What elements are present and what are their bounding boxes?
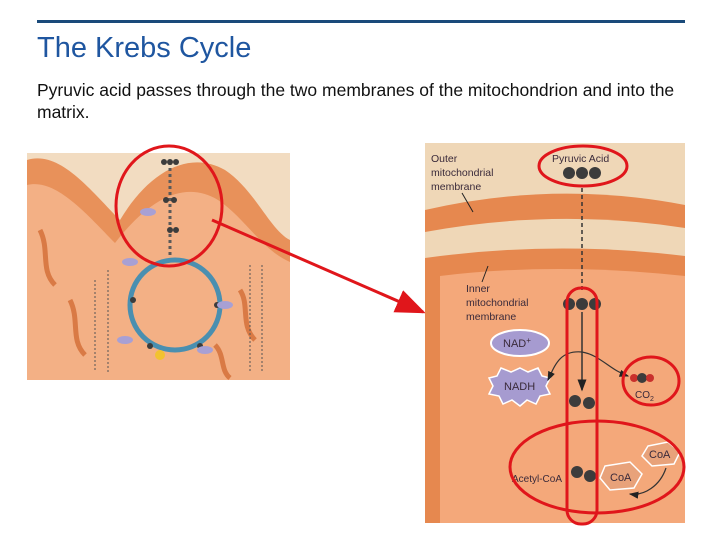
pyruvic-acid-molecule <box>563 167 601 179</box>
detail-panel: Outer mitochondrial membrane Inner mitoc… <box>425 143 686 526</box>
coa-top-label: CoA <box>649 449 671 461</box>
pyruvic-acid-highlight <box>537 144 629 188</box>
nad-reduction-arrow <box>547 351 583 382</box>
co2-label: CO2 <box>635 390 654 403</box>
slide-title: The Krebs Cycle <box>37 32 252 64</box>
overview-thumbnail <box>27 153 290 380</box>
pyruvic-acid-label: Pyruvic Acid <box>552 153 609 165</box>
thumbnail-atp-burst <box>155 350 165 360</box>
matrix-pyruvate-molecule <box>563 298 601 310</box>
outer-membrane-leader <box>461 192 474 213</box>
pointer-arrow <box>211 218 426 314</box>
nad-label: NAD+ <box>503 336 531 350</box>
co2-molecule <box>630 373 654 383</box>
thumbnail-dashed-lines <box>94 265 263 372</box>
thumbnail-cristae <box>37 228 257 380</box>
nadh-burst <box>487 367 552 407</box>
thumbnail-matrix <box>27 184 290 380</box>
coa-bottom-hexagon <box>599 461 643 491</box>
two-carbon-fragment <box>569 395 595 409</box>
coa-bottom-label: CoA <box>610 472 632 484</box>
coa-join-arrow <box>628 467 667 499</box>
title-rule <box>37 20 685 23</box>
thumbnail-carriers <box>117 208 233 354</box>
acetyl-group <box>571 466 596 482</box>
outer-membrane-label: Outer mitochondrial membrane <box>431 153 496 193</box>
thumbnail-highlight-circle <box>114 144 224 268</box>
nad-carrier <box>490 329 550 357</box>
nadh-label: NADH <box>504 381 535 393</box>
co2-highlight <box>621 355 681 407</box>
inner-membrane-label: Inner mitochondrial membrane <box>466 283 531 323</box>
matrix-pathway-highlight <box>565 286 599 526</box>
acetyl-coa-label: Acetyl-CoA <box>512 474 562 485</box>
slide-body-text: Pyruvic acid passes through the two memb… <box>37 80 675 122</box>
inner-membrane-leader <box>481 265 489 283</box>
